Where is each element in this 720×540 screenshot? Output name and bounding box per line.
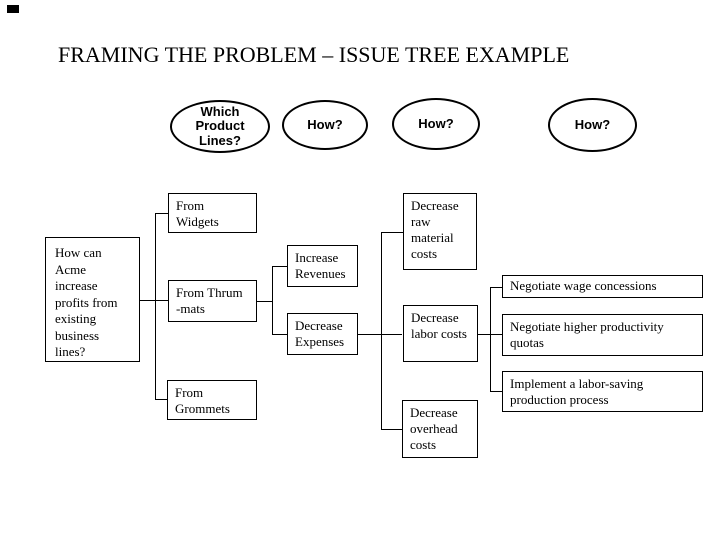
box-from-widgets: From Widgets — [168, 193, 257, 233]
oval-how-1: How? — [282, 100, 368, 150]
box-increase-revenues: Increase Revenues — [287, 245, 358, 287]
connector-expenses-to-labor — [358, 334, 402, 335]
box-negotiate-higher-productivity-quotas: Negotiate higher productivity quotas — [502, 314, 703, 356]
box-from-grommets: From Grommets — [167, 380, 257, 420]
box-implement-labor-saving-process: Implement a labor-saving production proc… — [502, 371, 703, 412]
connector-to-grommets — [155, 399, 167, 400]
connector-profit-levers-spine — [272, 266, 273, 335]
connector-to-overhead — [381, 429, 402, 430]
connector-labor-actions-spine — [490, 287, 491, 392]
box-decrease-expenses: Decrease Expenses — [287, 313, 358, 355]
box-negotiate-wage-concessions: Negotiate wage concessions — [502, 275, 703, 298]
box-decrease-labor-costs: Decrease labor costs — [403, 305, 478, 362]
connector-to-decrease-expenses — [272, 334, 287, 335]
box-root-question: How can Acme increase profits from exist… — [45, 237, 140, 362]
slide-title: FRAMING THE PROBLEM – ISSUE TREE EXAMPLE — [58, 42, 570, 67]
connector-to-increase-revenues — [272, 266, 287, 267]
connector-expense-levers-spine — [381, 232, 382, 430]
connector-to-widgets — [155, 213, 168, 214]
oval-how-2: How? — [392, 98, 480, 150]
corner-mark — [7, 5, 19, 13]
box-decrease-raw-material-costs: Decrease raw material costs — [403, 193, 477, 270]
box-decrease-overhead-costs: Decrease overhead costs — [402, 400, 478, 458]
oval-which-product-lines: Which Product Lines? — [170, 100, 270, 153]
connector-to-raw-material — [381, 232, 403, 233]
connector-thrum-to-spine — [257, 301, 272, 302]
connector-product-lines-spine — [155, 213, 156, 400]
connector-to-wage-concessions — [490, 287, 502, 288]
connector-to-implement-process — [490, 391, 502, 392]
box-from-thrum-mats: From Thrum -mats — [168, 280, 257, 322]
connector-root-to-thrum — [140, 300, 168, 301]
oval-how-3: How? — [548, 98, 637, 152]
